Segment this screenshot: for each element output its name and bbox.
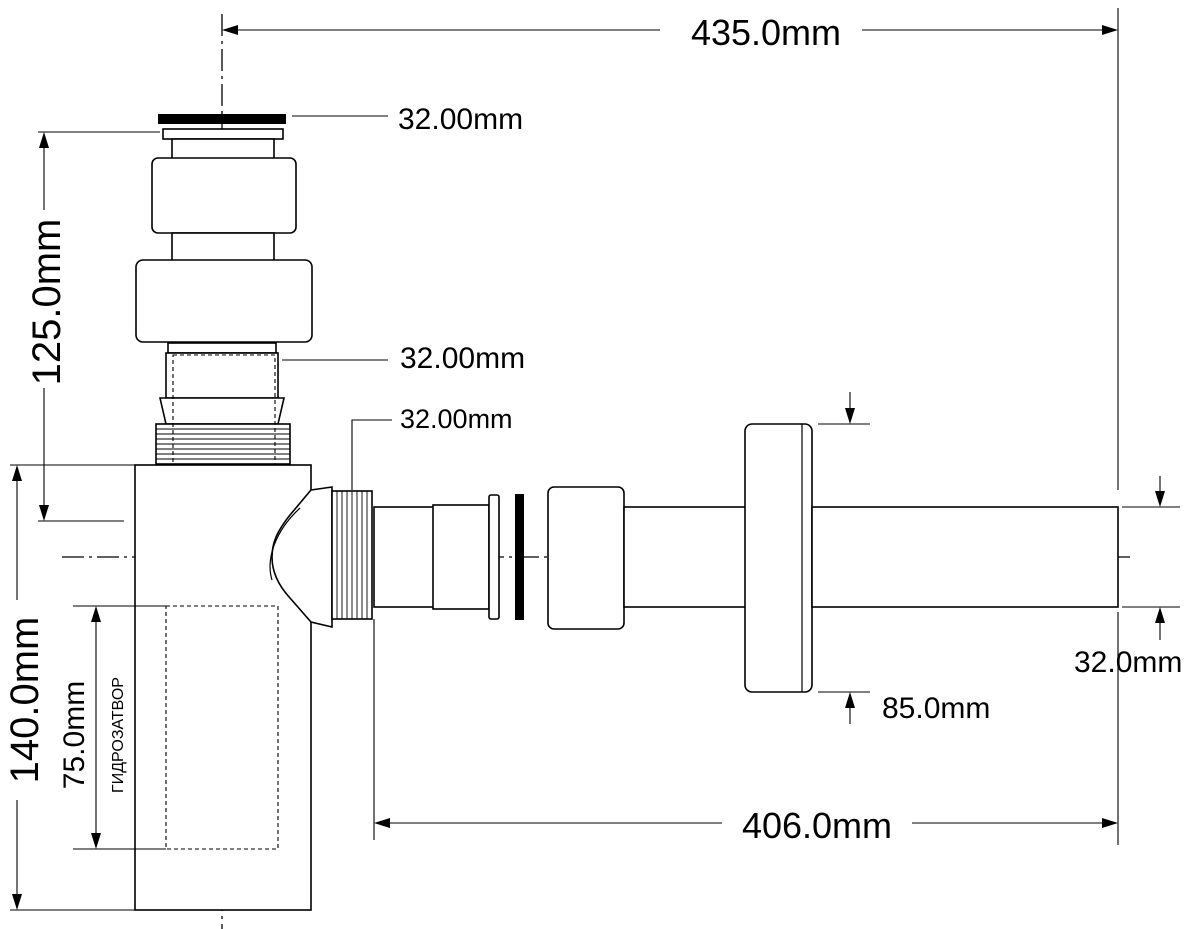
leader-line xyxy=(351,419,392,490)
sealing-collar xyxy=(488,494,500,620)
arrowhead xyxy=(845,692,855,708)
dim-middle-pipe: 32.00mm xyxy=(282,342,525,375)
dim-wall-flange: 85.0mm xyxy=(818,392,990,725)
outlet-union-nut xyxy=(547,486,625,630)
side-thread-lines xyxy=(336,491,368,619)
dim-side-thread: 32.00mm xyxy=(351,404,513,490)
top-inlet-diameter-label: 32.00mm xyxy=(398,103,523,136)
outlet-pipe-start xyxy=(373,506,435,608)
inlet-cone xyxy=(158,397,286,425)
arrowhead xyxy=(39,132,49,148)
outlet-length-label: 406.0mm xyxy=(742,805,892,846)
arrowhead xyxy=(91,606,101,622)
inlet-ring xyxy=(167,342,277,354)
reducer-sleeve xyxy=(432,504,490,610)
inlet-pipe xyxy=(165,352,279,399)
dim-total-length: 435.0mm xyxy=(222,8,1119,490)
arrowhead xyxy=(1155,607,1165,623)
dim-upper-height: 125.0mm xyxy=(25,131,160,522)
outlet-pipe-end xyxy=(811,506,1119,608)
dim-body-height: 140.0mm xyxy=(3,464,135,911)
arrowhead xyxy=(12,894,22,910)
arrowhead xyxy=(374,818,390,828)
arrowhead xyxy=(1102,818,1118,828)
upper-height-label: 125.0mm xyxy=(25,219,69,386)
total-length-label: 435.0mm xyxy=(691,12,841,53)
water-seal-height-label: 75.0mm xyxy=(58,681,91,789)
dim-outlet-pipe: 32.0mm xyxy=(1074,476,1182,679)
top-thread-lines xyxy=(156,428,290,460)
drain-flange xyxy=(162,128,284,140)
water-seal-label: ГИДРОЗАТВОР xyxy=(110,677,127,793)
outlet-pipe-diameter-label: 32.0mm xyxy=(1074,646,1182,679)
arrowhead xyxy=(845,408,855,424)
dim-outlet-length: 406.0mm xyxy=(373,612,1119,846)
arrowhead xyxy=(1102,25,1118,35)
drain-grate-cap xyxy=(158,114,286,124)
outlet-pipe-assembly xyxy=(373,423,1119,693)
top-inlet-assembly xyxy=(135,114,313,528)
body-height-label: 140.0mm xyxy=(3,617,47,784)
arrowhead xyxy=(91,833,101,849)
dim-top-inlet: 32.00mm xyxy=(292,103,523,136)
union-nut xyxy=(135,259,313,343)
middle-pipe-diameter-label: 32.00mm xyxy=(400,342,525,375)
arrowhead xyxy=(1155,491,1165,507)
arrowhead xyxy=(222,25,238,35)
drain-nut xyxy=(151,157,297,234)
side-thread-diameter-label: 32.00mm xyxy=(400,404,513,434)
dim-water-seal: 75.0mm ГИДРОЗАТВОР xyxy=(58,605,166,850)
arrowhead xyxy=(12,465,22,481)
elbow-curve xyxy=(269,507,301,581)
arrowhead xyxy=(39,505,49,521)
outlet-pipe-middle xyxy=(623,506,747,608)
hidden-water-seal xyxy=(165,605,279,850)
siphon-body xyxy=(134,464,373,911)
rubber-gasket xyxy=(515,494,524,620)
wall-flange-diameter-label: 85.0mm xyxy=(882,692,990,725)
drain-tube xyxy=(171,232,275,264)
